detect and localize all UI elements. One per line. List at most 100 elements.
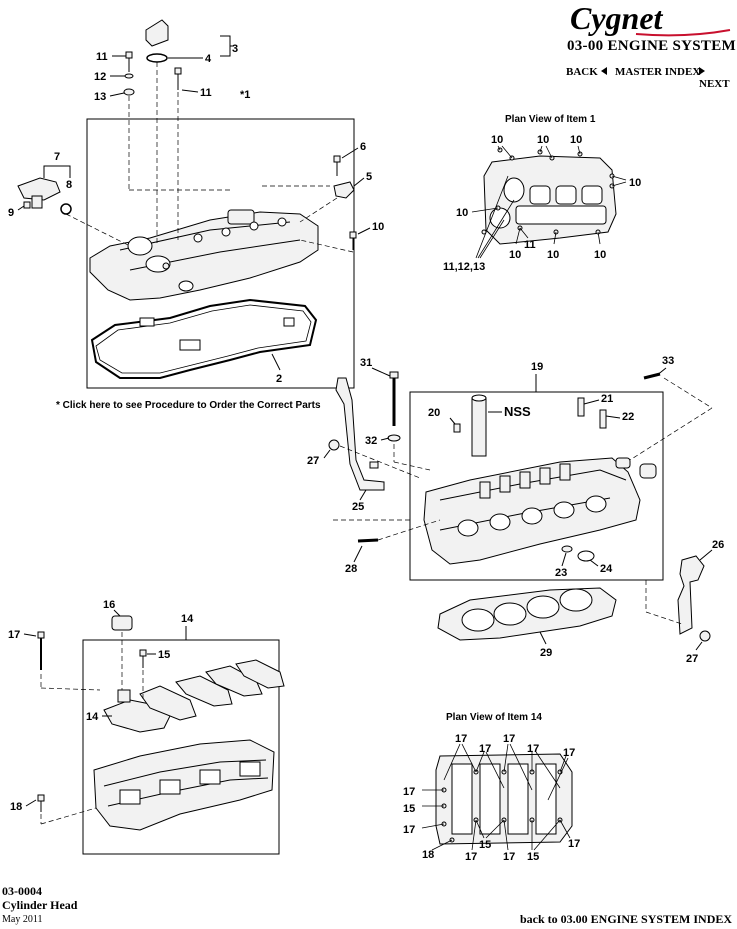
camshaft-caps <box>103 615 285 733</box>
cam-position-sensor <box>333 155 357 250</box>
callout-30: 29 <box>540 647 552 659</box>
callout-22: 21 <box>601 393 613 405</box>
callout-10-p1h: 10 <box>594 249 606 261</box>
cylinder-head-gasket <box>437 587 617 641</box>
page-date: May 2011 <box>2 914 43 925</box>
callout-2: 2 <box>276 373 282 385</box>
next-link[interactable]: NEXT <box>699 66 737 90</box>
nss-part <box>471 394 487 457</box>
bolts-11-12-13 <box>123 51 182 96</box>
master-index-link[interactable]: MASTER INDEX <box>615 66 701 78</box>
callout-19: 18 <box>10 801 22 813</box>
back-link[interactable]: BACK <box>566 66 607 78</box>
callout-33: 33 <box>662 355 674 367</box>
nss-label: NSS <box>504 404 531 419</box>
callouts-cover: 3 4 11 12 13 11 7 8 9 6 5 10 2 <box>8 35 384 385</box>
callout-10-p1a: 10 <box>491 134 503 146</box>
cygnet-logo: Cygnet <box>566 0 734 38</box>
left-arrow-icon <box>600 67 607 75</box>
callout-3: 3 <box>232 43 238 55</box>
page-code: 03-0004 <box>2 884 42 898</box>
plan-1-leaders <box>471 145 627 259</box>
oil-control-valve <box>17 177 72 215</box>
section-title: 03-00 ENGINE SYSTEM <box>566 38 736 54</box>
oil-filler-cap <box>145 19 169 63</box>
plan-view-1-title: Plan View of Item 1 <box>505 114 596 125</box>
callout-18-p9: 17 <box>503 851 515 863</box>
right-arrow-icon <box>699 67 705 75</box>
engine-hanger-front <box>328 377 385 491</box>
callout-28-b: 27 <box>686 653 698 665</box>
callout-10-p1b: 10 <box>537 134 549 146</box>
callout-16-p3: 15 <box>527 851 539 863</box>
leader-lines-housing <box>40 632 144 825</box>
callout-23: 22 <box>622 411 634 423</box>
callout-15: 14 <box>86 711 99 723</box>
star-label: *1 <box>240 89 250 101</box>
callout-10-p1d: 10 <box>629 177 641 189</box>
callout-31: 31 <box>360 357 372 369</box>
cylinder-head-small-parts <box>357 371 661 562</box>
leader-lines-head <box>330 377 713 625</box>
callout-18-p2: 17 <box>479 743 491 755</box>
callout-20: 19 <box>531 361 543 373</box>
callout-7: 7 <box>54 151 60 163</box>
callout-19-p: 18 <box>422 849 434 861</box>
callout-10-p1f: 10 <box>509 249 521 261</box>
callout-12: 12 <box>94 71 106 83</box>
callout-18-p10: 17 <box>568 838 580 850</box>
callout-5: 5 <box>366 171 372 183</box>
callout-18-p7: 17 <box>403 824 415 836</box>
callout-6: 6 <box>360 141 366 153</box>
callout-11-a: 11 <box>96 51 108 63</box>
callout-8: 8 <box>66 179 72 191</box>
callout-10-p1g: 10 <box>547 249 559 261</box>
callout-18-p4: 17 <box>527 743 539 755</box>
callout-24: 23 <box>555 567 567 579</box>
callouts-head: 31 33 20 21 22 32 27 25 28 23 24 26 29 2… <box>307 355 724 665</box>
callout-16-p2: 15 <box>479 839 491 851</box>
callout-4: 4 <box>205 53 212 65</box>
plan-view-item-14 <box>435 753 573 845</box>
callout-18-p1: 17 <box>455 733 467 745</box>
callout-18-p3: 17 <box>503 733 515 745</box>
callout-18-p6: 17 <box>403 786 415 798</box>
order-procedure-link[interactable]: * Click here to see Procedure to Order t… <box>56 400 321 411</box>
logo-text: Cygnet <box>570 2 664 36</box>
callout-10: 10 <box>372 221 384 233</box>
housing-bolts <box>37 631 147 812</box>
next-label: NEXT <box>699 78 730 90</box>
plan-view-item-1 <box>481 147 617 245</box>
cylinder-head-cover <box>89 209 319 301</box>
callout-16: 15 <box>158 649 170 661</box>
callout-14: 14 <box>181 613 194 625</box>
plan-14-leaders <box>421 743 571 851</box>
cover-frame <box>86 118 355 389</box>
leader-lines-cover <box>65 62 354 253</box>
camshaft-housing-frame <box>82 639 280 855</box>
callout-26: 25 <box>352 501 364 513</box>
engine-hanger-rear <box>677 555 711 642</box>
cylinder-head <box>423 457 641 565</box>
callout-21: 20 <box>428 407 440 419</box>
back-label: BACK <box>566 66 598 78</box>
plan-1-callouts: 10 10 10 10 10 11 10 10 10 11,12,13 <box>443 134 641 273</box>
callout-18-p5: 17 <box>563 747 575 759</box>
callout-11-p1: 11 <box>524 239 536 251</box>
callout-28-a: 27 <box>307 455 319 467</box>
callout-17: 16 <box>103 599 115 611</box>
callout-10-p1e: 10 <box>456 207 468 219</box>
callout-16-p1: 15 <box>403 803 415 815</box>
callout-18-p8: 17 <box>465 851 477 863</box>
callout-11-b: 11 <box>200 87 212 99</box>
plan-14-callouts: 17 17 17 17 17 17 15 17 18 17 15 17 15 1… <box>403 733 580 863</box>
callout-10-p1c: 10 <box>570 134 582 146</box>
cover-gasket <box>90 298 318 379</box>
plan-view-14-title: Plan View of Item 14 <box>446 712 542 723</box>
callout-27: 26 <box>712 539 724 551</box>
callout-11-12-13: 11,12,13 <box>443 261 485 273</box>
page-title: Cylinder Head <box>2 898 78 912</box>
callouts-housing: 16 17 15 14 18 <box>8 599 170 813</box>
callout-25: 24 <box>600 563 613 575</box>
back-to-index-link[interactable]: back to 03.00 ENGINE SYSTEM INDEX <box>520 912 733 926</box>
